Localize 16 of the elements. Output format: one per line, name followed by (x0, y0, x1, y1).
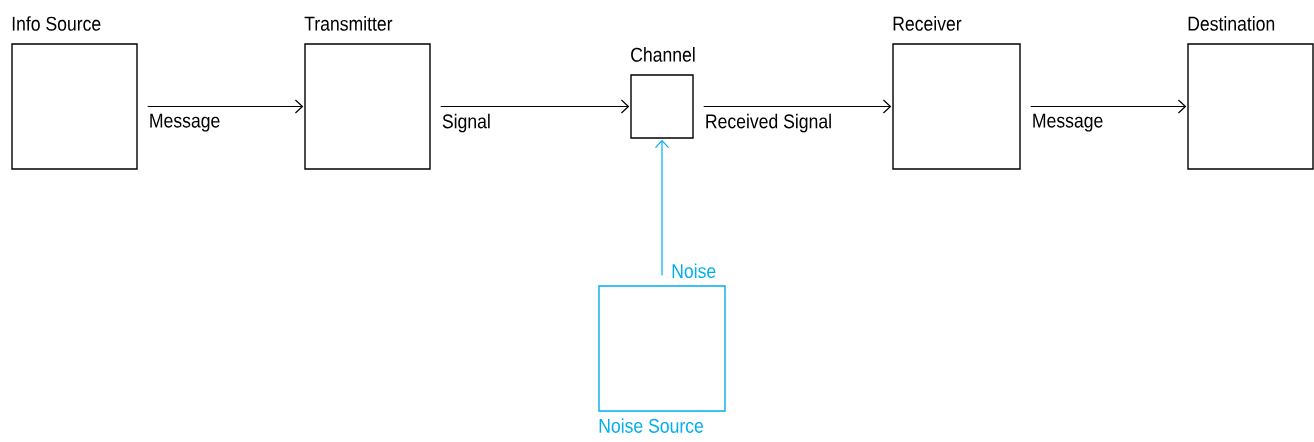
arrow (440, 99, 630, 114)
edge-label: Received Signal (703, 112, 834, 134)
edge-label: Message (1030, 112, 1105, 133)
block-heading: Noise Source (599, 418, 704, 433)
edge-label: Signal (440, 112, 492, 134)
block-heading: Receiver (893, 16, 962, 31)
arrow (1030, 99, 1187, 114)
block-heading: Channel (631, 47, 695, 62)
block-heading: Info Source (12, 16, 101, 31)
arrow (703, 99, 892, 114)
block-heading: Destination (1188, 16, 1275, 31)
arrow (147, 99, 304, 114)
block-heading: Transmitter (304, 16, 393, 31)
edge-label: Noise (670, 262, 718, 280)
edge-label: Message (147, 112, 222, 133)
arrow (654, 139, 670, 276)
